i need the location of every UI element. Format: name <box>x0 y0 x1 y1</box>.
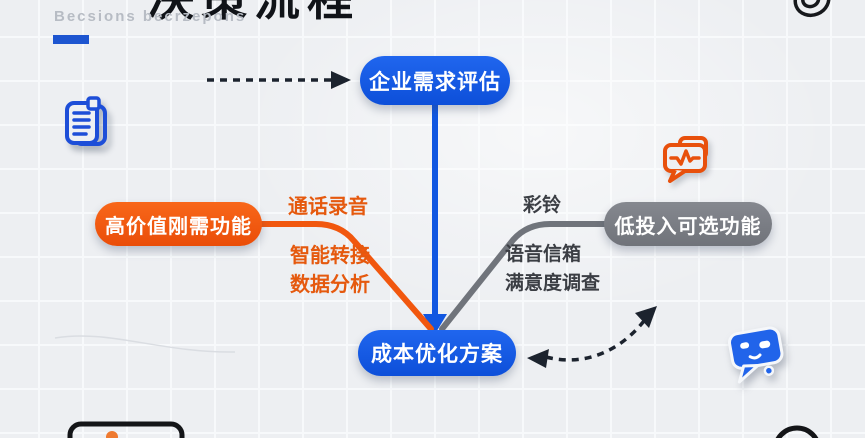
curved-dashed-double-arrow <box>527 306 657 368</box>
node-low-investment-optional-functions: 低投入可选功能 <box>604 202 772 246</box>
feature-voicemail: 语音信箱 <box>505 244 582 265</box>
swirl-icon <box>793 0 831 18</box>
accent-bar <box>53 35 89 44</box>
faint-sketch-line <box>54 335 236 353</box>
blue-arrow-top-to-bottom <box>423 104 447 334</box>
node-label: 企业需求评估 <box>369 70 501 94</box>
feature-satisfaction-survey: 满意度调查 <box>505 273 601 294</box>
node-label: 成本优化方案 <box>371 343 503 366</box>
tablet-icon <box>67 421 185 438</box>
clipboard-icon <box>65 96 107 146</box>
feature-smart-transfer: 智能转接 <box>290 245 370 267</box>
circle-icon <box>775 425 819 438</box>
node-enterprise-needs-assessment: 企业需求评估 <box>360 56 510 105</box>
node-high-value-essential-functions: 高价值刚需功能 <box>95 202 262 246</box>
sticker-chat-icon <box>728 326 784 384</box>
chat-pulse-icon <box>663 136 708 183</box>
dashed-arrow-into-top-node <box>207 71 351 89</box>
feature-color-ringtone: 彩铃 <box>523 195 562 216</box>
node-label: 低投入可选功能 <box>614 215 762 238</box>
page-subtitle: Becsions becrzepons <box>54 8 247 25</box>
node-cost-optimization-plan: 成本优化方案 <box>358 330 516 376</box>
feature-data-analysis: 数据分析 <box>290 274 370 296</box>
page-title: 决策流程 <box>148 0 360 29</box>
feature-call-recording: 通话录音 <box>288 196 368 218</box>
node-label: 高价值刚需功能 <box>105 215 252 238</box>
